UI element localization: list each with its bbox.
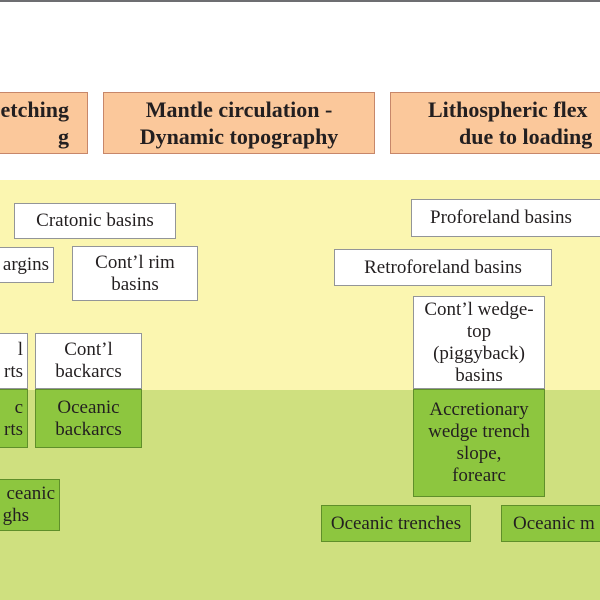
wedge-top-line-2: top <box>466 320 492 342</box>
box-contl-rim-basins: Cont’l rim basins <box>72 246 198 301</box>
top-rule <box>0 0 600 2</box>
margins-label: argins <box>2 254 49 275</box>
accretionary-line-1: Accretionary <box>429 399 529 420</box>
box-oceanic-backarcs: Oceanic backarcs <box>35 389 142 448</box>
accretionary-line-3: slope, <box>456 443 502 464</box>
oceanic-rifts-line-1: c <box>14 396 23 418</box>
box-proforeland-basins: Proforeland basins <box>411 199 600 237</box>
box-cratonic-basins: Cratonic basins <box>14 203 176 239</box>
contl-backarcs-line-2: backarcs <box>55 361 122 382</box>
box-accretionary-wedge-forearc: Accretionary wedge trench slope, forearc <box>413 389 545 497</box>
oceanic-backarcs-line-1: Oceanic <box>57 396 120 418</box>
cratonic-basins-label: Cratonic basins <box>36 210 154 231</box>
wedge-top-line-1: Cont’l wedge- <box>424 298 534 320</box>
retroforeland-label: Retroforeland basins <box>364 256 522 278</box>
box-oceanic-m-partial: Oceanic m <box>501 505 600 542</box>
wedge-top-line-4: basins <box>455 364 503 386</box>
header-stretching-line-2: g <box>58 124 69 149</box>
box-contl-wedge-top-basins: Cont’l wedge- top (piggyback) basins <box>413 296 545 389</box>
box-oceanic-troughs-partial: ceanic ghs <box>0 479 60 531</box>
box-margins-partial: argins <box>0 247 54 283</box>
box-retroforeland-basins: Retroforeland basins <box>334 249 552 286</box>
header-stretching-line-1: etching <box>0 97 69 122</box>
accretionary-line-2: wedge trench <box>428 421 530 442</box>
box-oceanic-trenches: Oceanic trenches <box>321 505 471 542</box>
rim-line-2: basins <box>111 273 159 295</box>
header-mantle-circulation: Mantle circulation - Dynamic topography <box>103 92 375 154</box>
header-lithospheric-flexure: Lithospheric flex due to loading <box>390 92 600 154</box>
contl-rifts-line-1: l <box>17 339 23 360</box>
accretionary-line-4: forearc <box>452 465 506 486</box>
oceanic-troughs-line-2: ghs <box>2 505 29 526</box>
header-flexure-line-1: Lithospheric flex <box>428 97 588 122</box>
box-contl-backarcs: Cont’l backarcs <box>35 333 142 389</box>
oceanic-backarcs-line-2: backarcs <box>55 418 122 440</box>
header-flexure-line-2: due to loading <box>459 124 593 149</box>
header-mantle-line-2: Dynamic topography <box>139 124 339 149</box>
contl-rifts-line-2: rts <box>4 361 23 382</box>
box-contl-rifts-partial: l rts <box>0 333 28 389</box>
box-oceanic-rifts-partial: c rts <box>0 389 28 448</box>
proforeland-label: Proforeland basins <box>430 207 572 228</box>
oceanic-trenches-label: Oceanic trenches <box>330 512 462 534</box>
oceanic-troughs-line-1: ceanic <box>6 483 55 504</box>
oceanic-m-label: Oceanic m <box>513 512 595 534</box>
wedge-top-line-3: (piggyback) <box>433 342 525 364</box>
oceanic-rifts-line-2: rts <box>4 418 23 440</box>
header-stretching: etching g <box>0 92 88 154</box>
contl-backarcs-line-1: Cont’l <box>64 339 113 360</box>
header-mantle-line-1: Mantle circulation - <box>145 97 333 122</box>
rim-line-1: Cont’l rim <box>95 251 175 273</box>
